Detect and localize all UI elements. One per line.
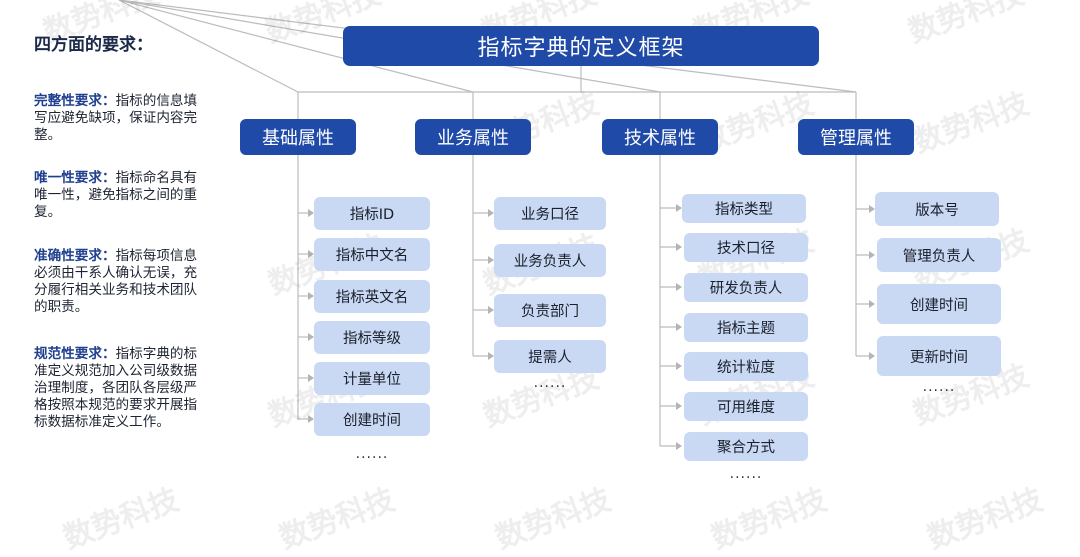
management-item: 管理负责人	[877, 238, 1001, 272]
requirement-label: 准确性要求：	[34, 248, 116, 264]
arrow-head	[869, 300, 875, 308]
requirement-completeness: 完整性要求：指标的信息填写应避免缺项，保证内容完整。	[34, 93, 204, 144]
requirement-text: 指标命名具有唯一性，避免指标之间的重复。	[34, 170, 198, 220]
arrow-head	[308, 250, 314, 258]
requirement-standardization: 规范性要求：指标字典的标准定义规范加入公司级数据治理制度，各团队各层级严格按照本…	[34, 346, 204, 431]
arrow-head	[676, 402, 682, 410]
basic-item: 创建时间	[314, 403, 430, 436]
basic-more: ......	[355, 446, 389, 462]
requirement-accuracy: 准确性要求：指标每项信息必须由干系人确认无误，充分履行相关业务和技术团队的职责。	[34, 248, 204, 316]
business-item: 负责部门	[494, 294, 606, 327]
arrow-head	[308, 209, 314, 217]
basic-item: 指标英文名	[314, 280, 430, 313]
category-technical: 技术属性	[602, 119, 718, 155]
arrow-head	[488, 209, 494, 217]
arrow-head	[869, 352, 875, 360]
arrow-head	[869, 205, 875, 213]
requirement-uniqueness: 唯一性要求：指标命名具有唯一性，避免指标之间的重复。	[34, 170, 204, 221]
arrow-head	[308, 415, 314, 423]
requirement-label: 唯一性要求：	[34, 170, 116, 186]
requirement-text: 指标字典的标准定义规范加入公司级数据治理制度，各团队各层级严格按照本规范的要求开…	[34, 346, 198, 430]
arrow-head	[676, 283, 682, 291]
arrow-head	[676, 204, 682, 212]
technical-item: 指标主题	[684, 313, 808, 342]
business-more: ......	[533, 375, 567, 391]
arrow-head	[488, 352, 494, 360]
framework-diagram: 数势科技 数势科技 数势科技 数势科技 数势科技 数势科技 数势科技 数势科技 …	[34, 0, 1048, 556]
basic-item: 指标中文名	[314, 238, 430, 271]
business-item: 业务负责人	[494, 244, 606, 277]
diagram-title: 指标字典的定义框架	[343, 26, 819, 66]
arrow-head	[308, 333, 314, 341]
arrow-head	[676, 362, 682, 370]
management-item: 版本号	[875, 192, 999, 226]
requirement-text: 指标每项信息必须由干系人确认无误，充分履行相关业务和技术团队的职责。	[34, 248, 198, 315]
requirement-label: 完整性要求：	[34, 93, 116, 109]
technical-item: 可用维度	[684, 392, 808, 421]
business-item: 业务口径	[494, 197, 606, 230]
technical-item: 统计粒度	[684, 352, 808, 381]
arrow-head	[676, 243, 682, 251]
business-item: 提需人	[494, 340, 606, 373]
requirement-label: 规范性要求：	[34, 346, 116, 362]
basic-item: 指标ID	[314, 197, 430, 230]
arrow-head	[869, 251, 875, 259]
management-more: ......	[922, 379, 956, 395]
connector-line	[118, 0, 474, 93]
arrow-head	[488, 256, 494, 264]
arrow-head	[308, 374, 314, 382]
technical-more: ......	[729, 466, 763, 482]
requirement-text: 指标的信息填写应避免缺项，保证内容完整。	[34, 93, 198, 143]
basic-item: 指标等级	[314, 321, 430, 354]
connector-line	[118, 0, 299, 93]
requirements-heading: 四方面的要求：	[34, 35, 153, 55]
management-item: 创建时间	[877, 284, 1001, 324]
arrow-head	[308, 292, 314, 300]
arrow-head	[676, 442, 682, 450]
technical-item: 聚合方式	[684, 432, 808, 461]
basic-item: 计量单位	[314, 362, 430, 395]
arrow-head	[488, 306, 494, 314]
technical-item: 指标类型	[682, 194, 806, 223]
category-management: 管理属性	[798, 119, 914, 155]
technical-item: 研发负责人	[684, 273, 808, 302]
management-item: 更新时间	[877, 336, 1001, 376]
technical-item: 技术口径	[684, 233, 808, 262]
category-business: 业务属性	[415, 119, 531, 155]
category-basic: 基础属性	[240, 119, 356, 155]
arrow-head	[676, 323, 682, 331]
